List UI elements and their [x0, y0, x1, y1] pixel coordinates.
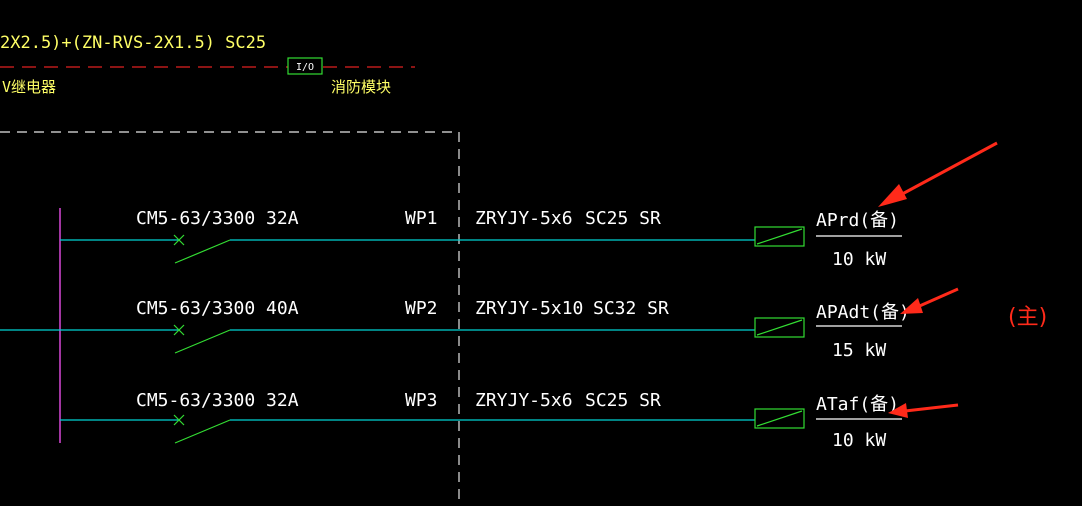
- load-box-diagonal: [756, 410, 803, 427]
- io-module-box: [287, 57, 323, 75]
- circuit-row: CM5-63/3300 32A WP1 ZRYJY-5x6 SC25 SR AP…: [60, 208, 902, 270]
- load-box-diagonal: [756, 228, 803, 245]
- load-power: 10 kW: [832, 249, 886, 270]
- annotation-arrow: [888, 403, 959, 418]
- breaker-label: CM5-63/3300 32A: [136, 390, 299, 411]
- breaker-switch-blade: [174, 329, 231, 354]
- annotation-arrow: [900, 287, 959, 314]
- load-box: [754, 226, 805, 247]
- breaker-x-mark: [173, 414, 185, 426]
- circuit-id: WP2: [405, 298, 438, 319]
- load-power: 10 kW: [832, 430, 886, 451]
- breaker-x-mark: [173, 324, 185, 336]
- load-box: [754, 317, 805, 338]
- fire-module-label: 消防模块: [331, 78, 391, 96]
- io-label: I/O: [296, 62, 314, 73]
- breaker-x-mark: [173, 234, 185, 246]
- breaker-label: CM5-63/3300 32A: [136, 208, 299, 229]
- cable-spec: ZRYJY-5x6: [475, 390, 573, 411]
- breaker-switch-blade: [174, 239, 231, 264]
- circuit-row: CM5-63/3300 32A WP3 ZRYJY-5x6 SC25 SR AT…: [60, 390, 902, 451]
- relay-label: V继电器: [2, 78, 56, 96]
- breaker-switch-blade: [174, 419, 231, 444]
- circuit-id: WP3: [405, 390, 438, 411]
- circuit-id: WP1: [405, 208, 438, 229]
- conduit-spec: SC25 SR: [585, 390, 661, 411]
- load-power: 15 kW: [832, 340, 886, 361]
- conduit-spec: SC25 SR: [585, 208, 661, 229]
- load-name: APAdt(备): [816, 302, 910, 323]
- cable-spec: ZRYJY-5x10: [475, 298, 583, 319]
- load-box-diagonal: [756, 319, 803, 336]
- annotation-arrow: [878, 141, 998, 207]
- top-cable-spec: 2X2.5)+(ZN-RVS-2X1.5) SC25: [0, 33, 266, 53]
- conduit-spec: SC32 SR: [593, 298, 669, 319]
- breaker-label: CM5-63/3300 40A: [136, 298, 299, 319]
- load-name: APrd(备): [816, 210, 899, 231]
- main-annotation: (主): [1008, 305, 1047, 330]
- circuit-row: CM5-63/3300 40A WP2 ZRYJY-5x10 SC32 SR A…: [60, 298, 910, 361]
- cable-spec: ZRYJY-5x6: [475, 208, 573, 229]
- load-name: ATaf(备): [816, 394, 899, 415]
- load-box: [754, 408, 805, 429]
